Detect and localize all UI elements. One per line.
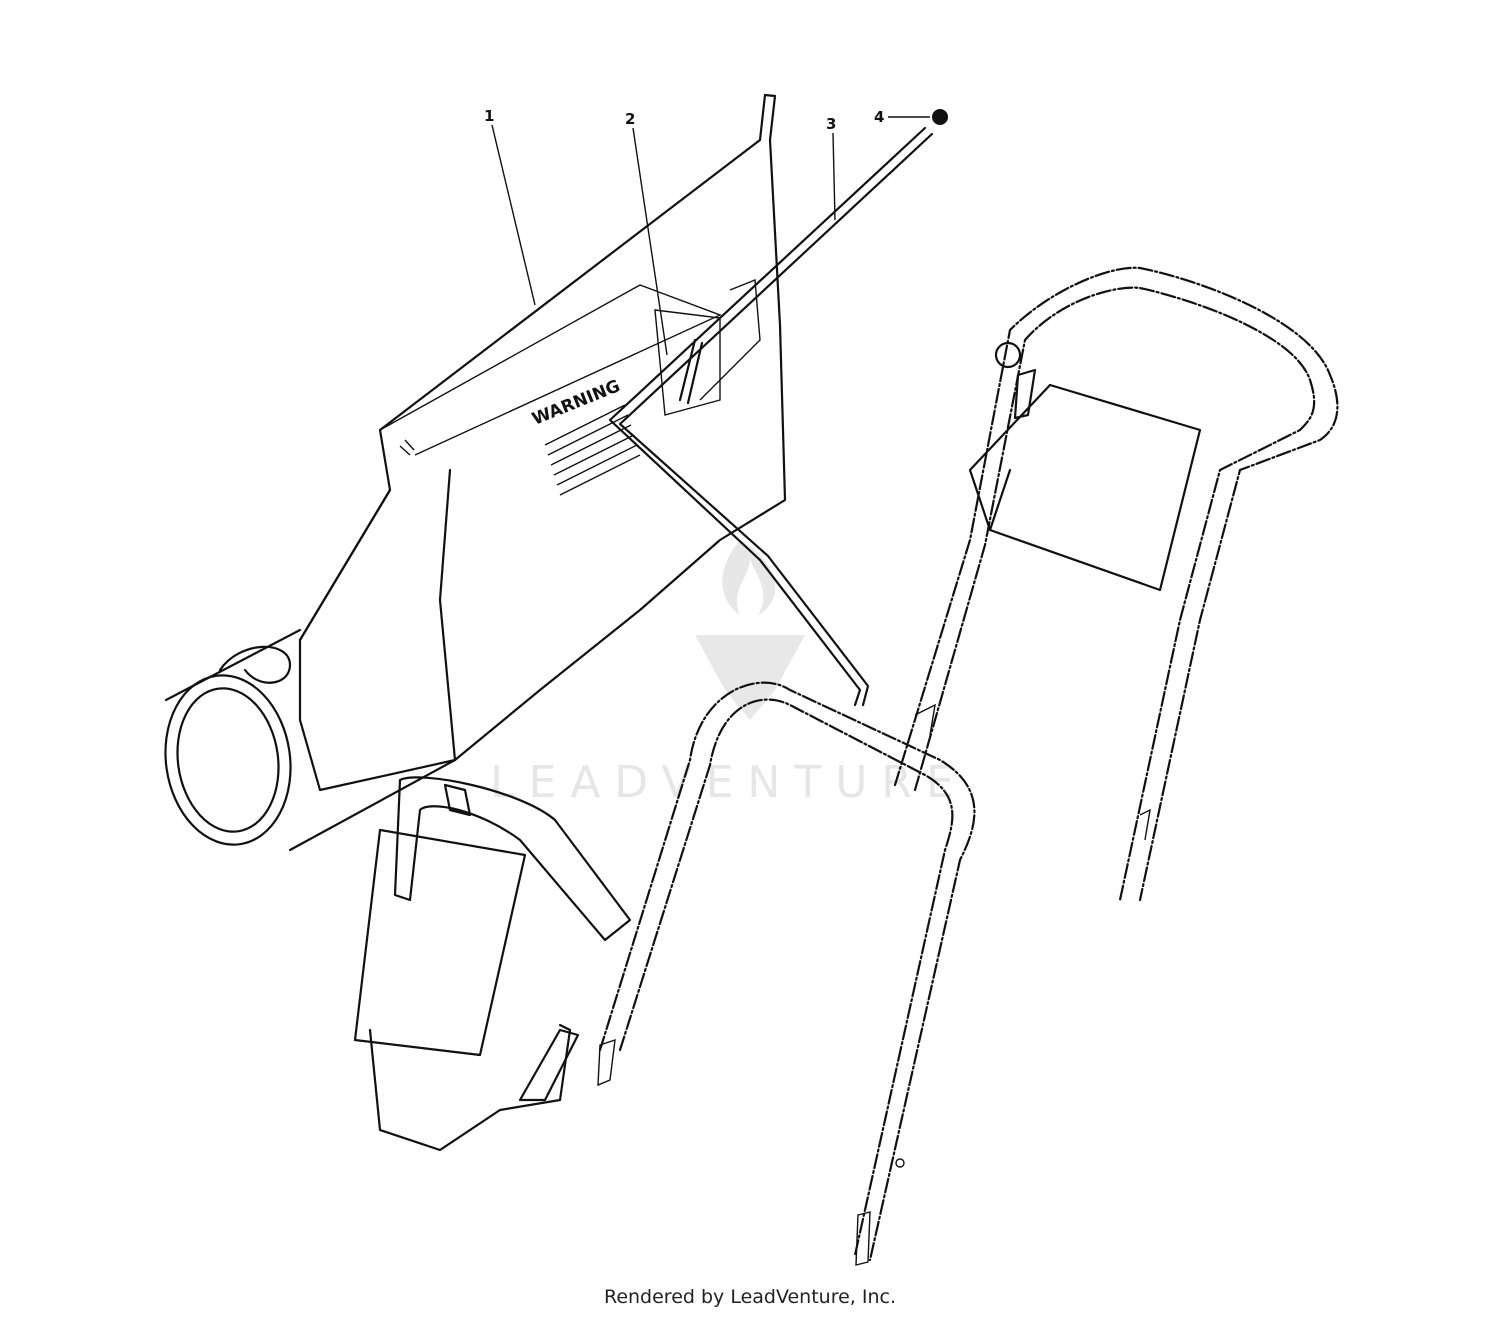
watermark: LEADVENTURE [490,540,968,808]
callout-4: 4 [874,108,884,126]
upper-handle [893,266,1339,902]
warning-text-lines [544,404,641,496]
callout-leaders [491,116,930,356]
lower-handle [597,681,976,1266]
footer-credit: Rendered by LeadVenture, Inc. [603,1286,897,1308]
grass-bag: WARNING [164,93,787,852]
callout-2: 2 [625,110,635,128]
chute-deflector [353,776,632,1152]
watermark-logo-icon [695,540,805,720]
end-cap [932,109,948,125]
watermark-text: LEADVENTURE [490,757,968,808]
frame-rod [608,126,934,707]
short-rod [678,338,704,405]
callout-1: 1 [484,107,494,125]
warning-label: WARNING [529,376,623,429]
callout-3: 3 [826,115,836,133]
